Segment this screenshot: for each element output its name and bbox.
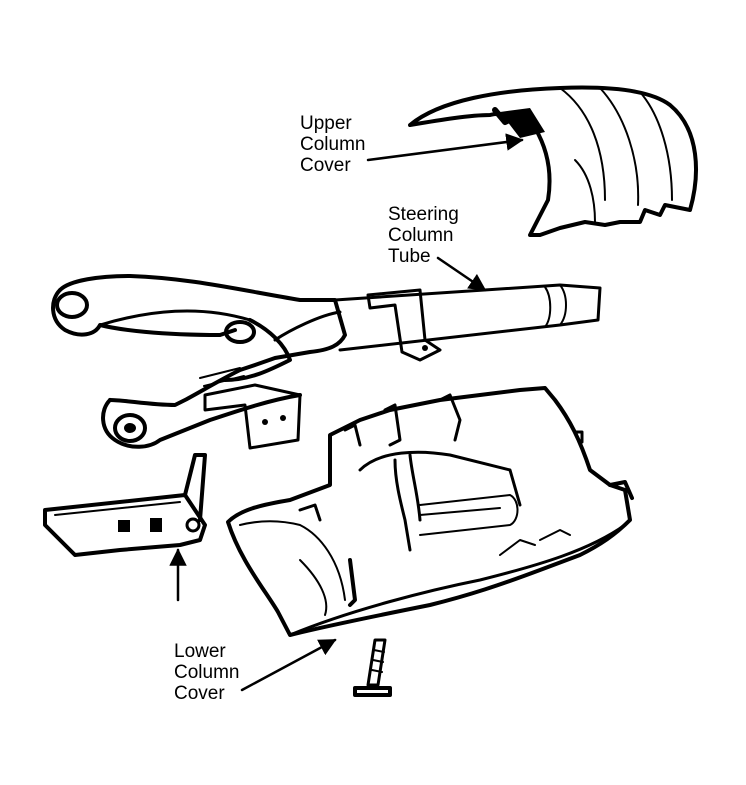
label-tube-line-3: Tube <box>388 246 431 267</box>
upper-column-cover <box>408 85 698 237</box>
label-upper-line-1: Upper <box>300 113 352 134</box>
label-lower-line-2: Column <box>174 662 240 683</box>
label-upper-line-2: Column <box>300 134 366 155</box>
steering-column-tube <box>333 283 602 362</box>
label-tube-line-1: Steering <box>388 204 459 225</box>
leader-steering-tube <box>436 256 487 292</box>
label-lower-line-1: Lower <box>174 641 226 662</box>
leader-lower-cover-main <box>240 638 337 692</box>
lower-column-cover-left <box>43 453 207 557</box>
label-upper-line-3: Cover <box>300 155 351 176</box>
column-bracket <box>51 274 347 450</box>
screw <box>353 638 392 697</box>
label-lower-column-cover: Lower Column Cover <box>174 641 239 704</box>
label-tube-line-2: Column <box>388 225 454 246</box>
label-lower-line-3: Cover <box>174 683 225 704</box>
label-steering-column-tube: Steering Column Tube <box>388 204 459 267</box>
label-upper-column-cover: Upper Column Cover <box>300 113 365 176</box>
leader-upper-cover <box>366 133 524 162</box>
lower-column-cover-main <box>226 386 634 637</box>
